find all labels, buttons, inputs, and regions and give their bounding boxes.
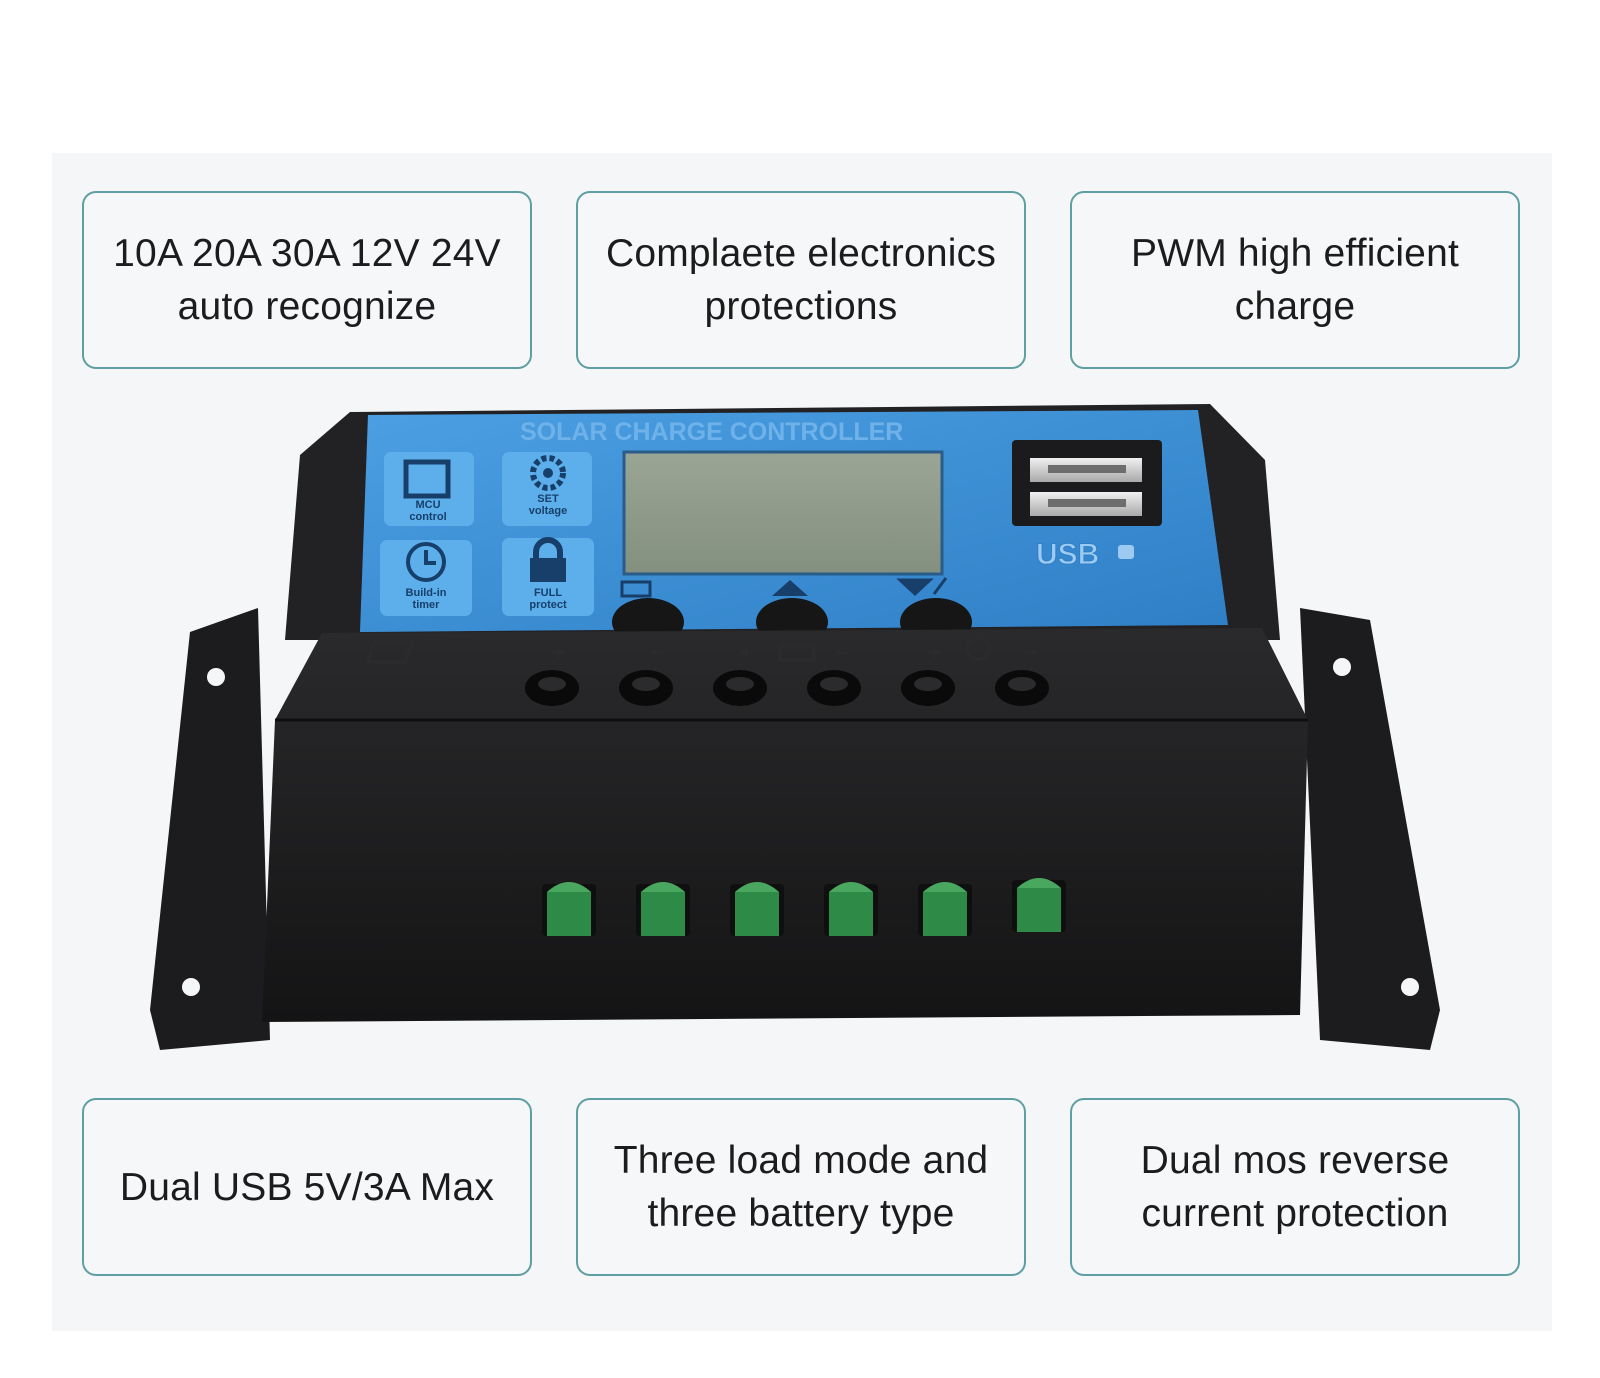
feature-text: 10A 20A 30A 12V 24V auto recognize xyxy=(113,232,501,328)
feature-box-pwm-charge: PWM high efficient charge xyxy=(1070,191,1520,369)
feature-text: Dual USB 5V/3A Max xyxy=(119,1165,495,1209)
feature-box-protections: Complaete electronics protections xyxy=(576,191,1026,369)
up-button[interactable] xyxy=(756,598,828,646)
menu-button[interactable] xyxy=(612,598,684,646)
feature-text: PWM high efficient charge xyxy=(1130,232,1460,328)
feature-box-dual-usb: Dual USB 5V/3A Max xyxy=(82,1098,532,1276)
feature-box-load-modes: Three load mode and three battery type xyxy=(576,1098,1026,1276)
feature-box-auto-recognize: 10A 20A 30A 12V 24V auto recognize xyxy=(82,191,532,369)
feature-text: Complaete electronics protections xyxy=(605,232,997,328)
feature-text: Dual mos reverse current protection xyxy=(1140,1139,1450,1235)
feature-text: Three load mode and three battery type xyxy=(613,1139,989,1235)
feature-box-reverse-protection: Dual mos reverse current protection xyxy=(1070,1098,1520,1276)
down-button[interactable] xyxy=(900,598,972,646)
